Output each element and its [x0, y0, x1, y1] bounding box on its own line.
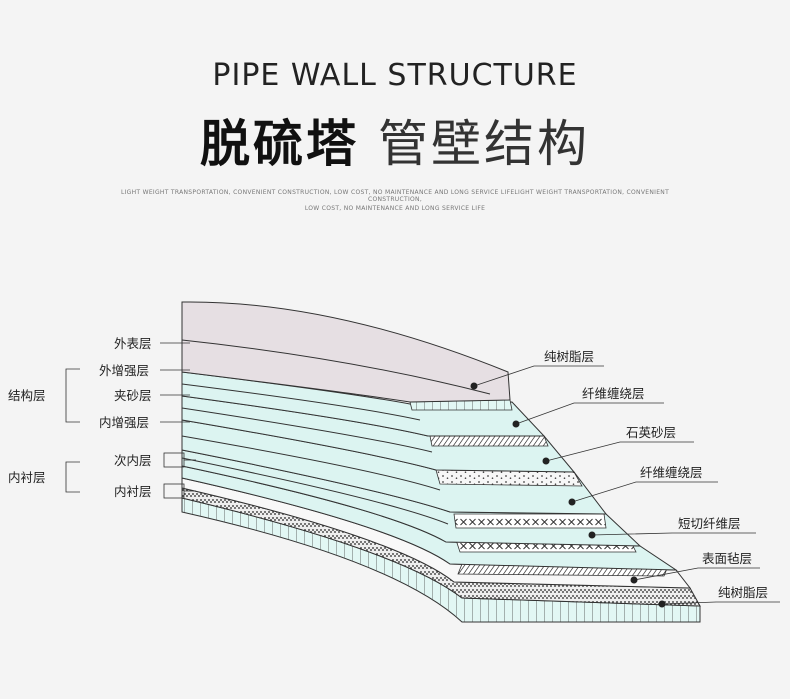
label-sand-layer: 夹砂层	[114, 388, 152, 403]
layer-quartz-dots	[435, 469, 583, 487]
label-outer-reinforce: 外增强层	[99, 363, 149, 378]
title-chinese-bold: 脱硫塔	[200, 115, 360, 173]
title-english: PIPE WALL STRUCTURE	[212, 58, 578, 93]
label-group-structure: 结构层	[8, 388, 46, 403]
label-pure-resin-top: 纯树脂层	[544, 349, 594, 364]
label-inner-lining-layer: 内衬层	[114, 484, 152, 499]
label-inner-reinforce: 内增强层	[99, 415, 149, 430]
title-chinese-light: 管壁结构	[377, 115, 590, 173]
left-labels: 外表层 外增强层 夹砂层 内增强层 次内层 内衬层 结构层 内衬层	[8, 336, 196, 499]
label-chopped-fiber: 短切纤维层	[678, 516, 741, 531]
label-surface-mat: 表面毡层	[702, 551, 752, 566]
title-chinese: 脱硫塔 管壁结构	[0, 104, 790, 176]
layer-fiber-wind-2-x	[453, 513, 607, 529]
label-fiber-wind-2: 纤维缠绕层	[640, 465, 703, 480]
label-outer-layer: 外表层	[114, 336, 152, 351]
label-sub-inner: 次内层	[114, 453, 152, 468]
label-group-lining: 内衬层	[8, 470, 46, 485]
layer-fiber-hatch	[429, 435, 549, 447]
label-pure-resin-bottom: 纯树脂层	[718, 585, 768, 600]
label-quartz-sand: 石英砂层	[626, 425, 676, 440]
tagline-line-2: LOW COST, NO MAINTENANCE AND LONG SERVIC…	[304, 205, 486, 212]
right-labels: 纯树脂层 纤维缠绕层 石英砂层 纤维缠绕层 短切纤维层 表面毡层 纯树脂层	[470, 349, 780, 608]
tagline-line-1: LIGHT WEIGHT TRANSPORTATION, CONVENIENT …	[120, 189, 670, 203]
layer-outer-surface	[181, 301, 511, 403]
label-fiber-wind-1: 纤维缠绕层	[582, 386, 645, 401]
pipe-layers	[181, 301, 701, 623]
